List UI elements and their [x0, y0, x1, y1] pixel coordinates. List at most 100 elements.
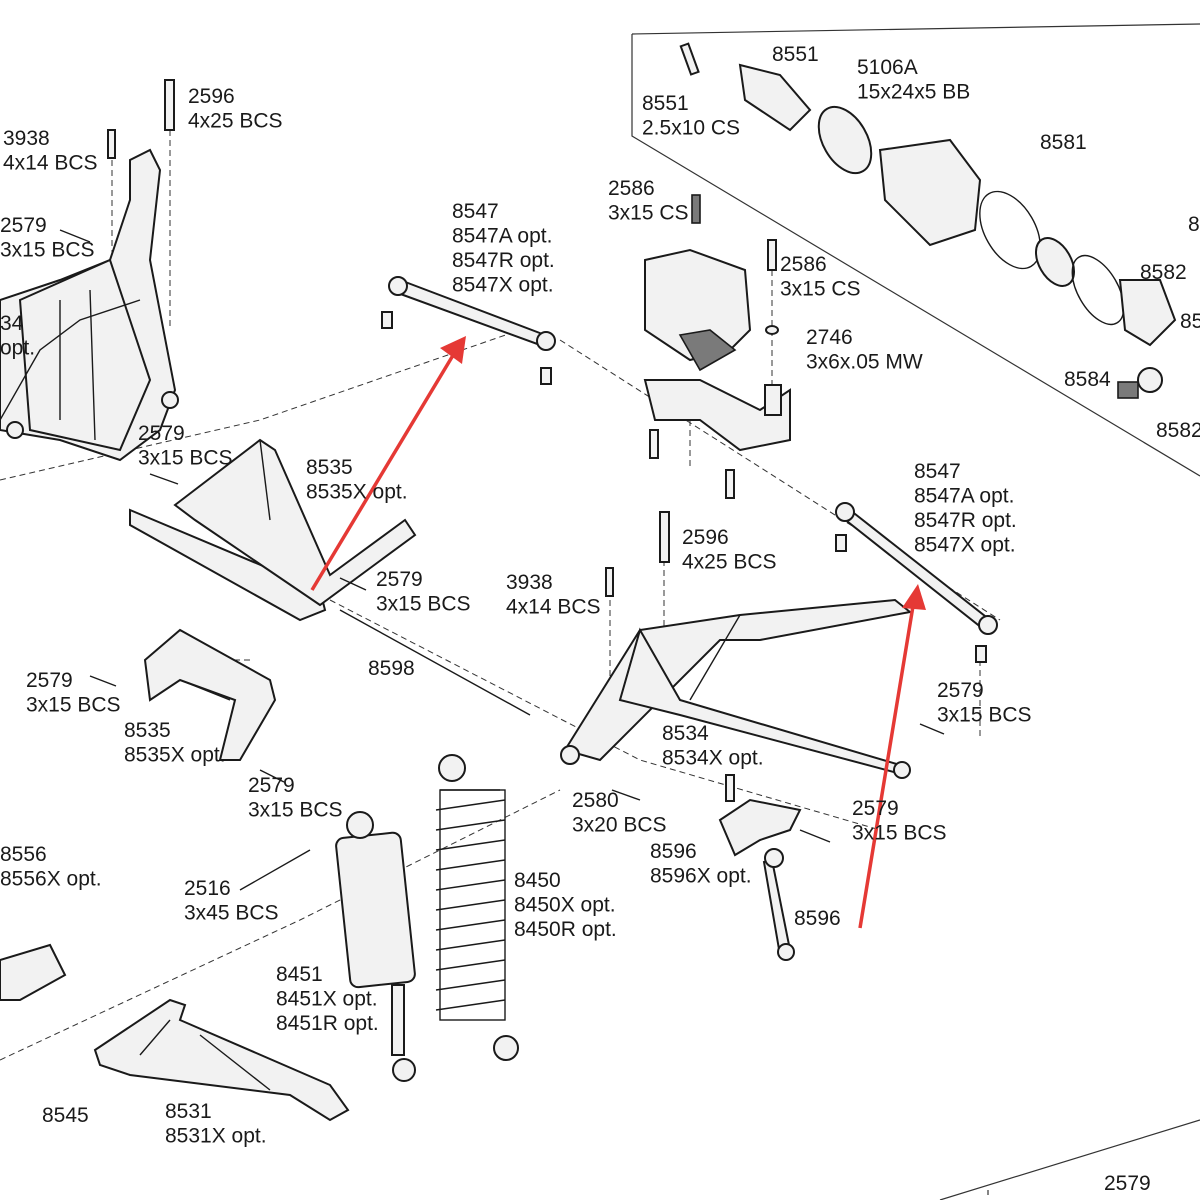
- callout-text: 3x15 CS: [608, 202, 689, 225]
- callout-text: 2579: [138, 422, 185, 445]
- callout-text: 2586: [780, 253, 827, 276]
- red-arrow-left-head: [440, 336, 466, 364]
- callout-text: 8451: [276, 963, 323, 986]
- callout-c8584: 8584: [1064, 368, 1111, 391]
- callout-text: 2516: [184, 877, 231, 900]
- callout-text: 3x15 BCS: [937, 704, 1032, 727]
- callout-text: 3x15 BCS: [0, 239, 95, 262]
- callout-text: 8: [1188, 213, 1200, 236]
- callout-text: 3x20 BCS: [572, 814, 667, 837]
- red-arrow-left: [310, 351, 457, 591]
- callout-text: 8451X opt.: [276, 988, 378, 1011]
- camber-link-8547-right: [835, 502, 998, 663]
- callout-c85: 85: [1180, 310, 1200, 333]
- screws: [59, 79, 945, 891]
- callout-text: 2.5x10 CS: [642, 117, 740, 140]
- shock-8450: [435, 754, 519, 1061]
- callout-text: 8547A opt.: [452, 225, 552, 248]
- callout-text: 8531X opt.: [165, 1125, 267, 1148]
- callout-text: 8596: [650, 840, 697, 863]
- part-8596: [718, 774, 802, 961]
- callout-text: 4x25 BCS: [188, 110, 283, 133]
- callout-text: 8535X opt.: [306, 481, 408, 504]
- callout-text: 2580: [572, 789, 619, 812]
- callout-text: 34: [0, 312, 24, 335]
- callout-text: 8547A opt.: [914, 485, 1014, 508]
- callout-text: 85: [1180, 310, 1200, 333]
- callout-text: 8598: [368, 657, 415, 680]
- callout-text: 3x6x.05 MW: [806, 351, 923, 374]
- callout-text: 8547: [452, 200, 499, 223]
- callout-c2579h: 2579: [1104, 1172, 1151, 1195]
- callout-text: 3x15 CS: [780, 278, 861, 301]
- differential-assembly: [679, 42, 1177, 399]
- callout-text: 8547R opt.: [452, 249, 555, 272]
- inset-frame: [631, 23, 1200, 1200]
- callout-text: 3x45 BCS: [184, 902, 279, 925]
- callout-text: 8596: [794, 907, 841, 930]
- callout-text: 8556X opt.: [0, 868, 102, 891]
- callout-text: 8547X opt.: [914, 534, 1016, 557]
- link-8598: [339, 609, 531, 716]
- callout-text: 8596X opt.: [650, 865, 752, 888]
- callout-text: 8582: [1156, 419, 1200, 442]
- upper-arm-8535-top: [129, 438, 417, 622]
- callout-text: 8450R opt.: [514, 918, 617, 941]
- callout-text: 8547X opt.: [452, 274, 554, 297]
- callout-text: 4x25 BCS: [682, 551, 777, 574]
- callout-text: opt.: [0, 337, 35, 360]
- callout-text: 3938: [3, 127, 50, 150]
- callout-text: 8582: [1140, 261, 1187, 284]
- callout-text: 2596: [682, 526, 729, 549]
- callout-text: 3x15 BCS: [376, 593, 471, 616]
- callout-text: 8451R opt.: [276, 1012, 379, 1035]
- callout-c8582b: 8582: [1156, 419, 1200, 442]
- callout-text: 2579: [26, 669, 73, 692]
- callout-c8582a: 8582: [1140, 261, 1187, 284]
- callout-text: 3938: [506, 571, 553, 594]
- red-arrow-right: [858, 599, 916, 929]
- arm-8534: [560, 598, 913, 779]
- callout-text: 2579: [0, 214, 47, 237]
- callout-c8596b: 8596: [794, 907, 841, 930]
- callout-c8598: 8598: [368, 657, 415, 680]
- callout-text: 8547R opt.: [914, 509, 1017, 532]
- callout-text: 2579: [1104, 1172, 1151, 1195]
- callout-c8551a: 8551: [772, 43, 819, 66]
- driveshaft-8556: [0, 943, 67, 1001]
- red-arrows: [310, 336, 926, 929]
- callout-text: 8547: [914, 460, 961, 483]
- callout-text: 8535: [124, 719, 171, 742]
- callout-text: 4x14 BCS: [506, 596, 601, 619]
- callout-text: 3x15 BCS: [26, 694, 121, 717]
- callout-text: 8450X opt.: [514, 894, 616, 917]
- callout-c8581: 8581: [1040, 131, 1087, 154]
- callout-text: 8535: [306, 456, 353, 479]
- callout-text: 2586: [608, 177, 655, 200]
- callout-text: 8534X opt.: [662, 747, 764, 770]
- callout-text: 8581: [1040, 131, 1087, 154]
- callout-text: 2579: [376, 568, 423, 591]
